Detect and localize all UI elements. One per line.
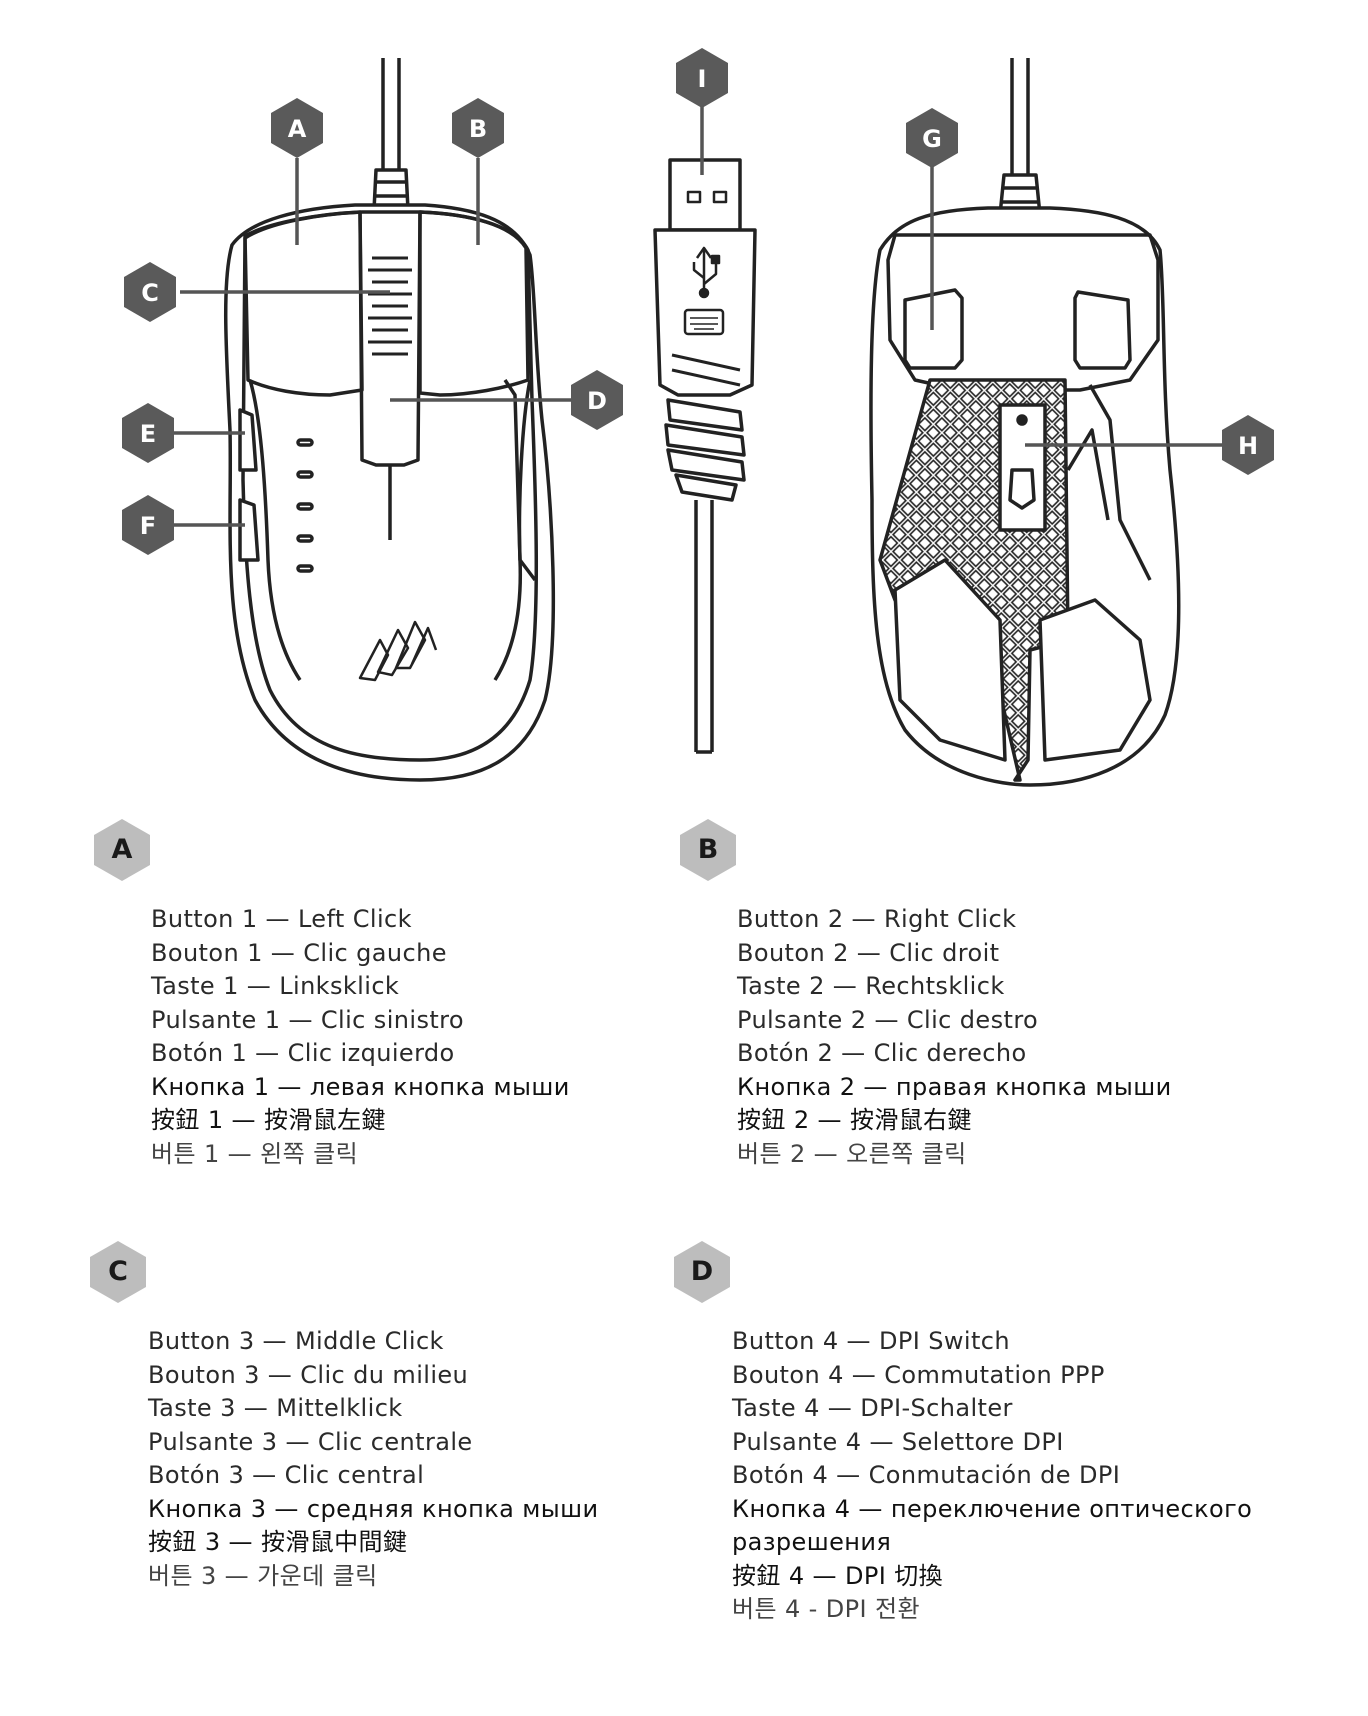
- mouse-diagram: A B C D E F G H I: [122, 48, 1274, 787]
- text-line-es: Botón 3 — Clic central: [148, 1461, 425, 1489]
- svg-text:D: D: [587, 387, 607, 415]
- mouse-top-view: [224, 58, 556, 782]
- svg-text:H: H: [1238, 432, 1258, 460]
- text-line-fr: Bouton 4 — Commutation PPP: [732, 1360, 1105, 1389]
- text-line-en: Button 1 — Left Click: [151, 905, 412, 933]
- leader-lines: [172, 100, 1222, 527]
- text-line-en: Button 3 — Middle Click: [148, 1327, 444, 1355]
- callout-B: B: [452, 98, 504, 158]
- text-line-zh: 按鈕 2 — 按滑鼠右鍵: [737, 1106, 972, 1134]
- text-line-en: Button 4 — DPI Switch: [732, 1327, 1010, 1355]
- section-badge-a: A: [93, 818, 151, 882]
- text-line-de: Taste 4 — DPI-Schalter: [732, 1394, 1013, 1422]
- section-a-lines: Button 1 — Left Click Bouton 1 — Clic ga…: [151, 903, 570, 1171]
- callout-D: D: [571, 370, 623, 430]
- text-line-fr: Bouton 3 — Clic du milieu: [148, 1360, 469, 1389]
- callout-G: G: [906, 108, 958, 168]
- callout-A: A: [271, 98, 323, 158]
- text-line-es: Botón 1 — Clic izquierdo: [151, 1039, 455, 1067]
- text-line-fr: Bouton 2 — Clic droit: [737, 938, 1000, 967]
- text-line-ko: 버튼 2 — 오른쪽 클릭: [737, 1139, 967, 1168]
- section-badge-d: D: [673, 1240, 731, 1304]
- text-line-de: Taste 3 — Mittelklick: [148, 1394, 403, 1422]
- text-line-es: Botón 4 — Conmutación de DPI: [732, 1461, 1121, 1489]
- callout-C: C: [124, 262, 176, 322]
- usb-connector: [653, 158, 757, 754]
- text-line-it: Pulsante 1 — Clic sinistro: [151, 1005, 464, 1034]
- callout-F: F: [122, 495, 174, 555]
- text-line-en: Button 2 — Right Click: [737, 905, 1017, 933]
- svg-text:E: E: [140, 420, 156, 448]
- section-d-lines: Button 4 — DPI Switch Bouton 4 — Commuta…: [732, 1325, 1252, 1627]
- callout-H: H: [1222, 415, 1274, 475]
- section-b-lines: Button 2 — Right Click Bouton 2 — Clic d…: [737, 903, 1172, 1171]
- text-line-zh: 按鈕 4 — DPI 切換: [732, 1561, 944, 1590]
- mouse-bottom-view: [869, 58, 1181, 787]
- svg-text:I: I: [698, 65, 707, 93]
- text-line-ko: 버튼 1 — 왼쪽 클릭: [151, 1139, 359, 1168]
- text-line-de: Taste 1 — Linksklick: [151, 972, 400, 1000]
- text-line-zh: 按鈕 1 — 按滑鼠左鍵: [151, 1106, 386, 1134]
- section-badge-b: B: [679, 818, 737, 882]
- svg-text:F: F: [140, 512, 156, 540]
- text-line-it: Pulsante 2 — Clic destro: [737, 1005, 1039, 1034]
- svg-text:C: C: [141, 279, 159, 307]
- text-line-it: Pulsante 4 — Selettore DPI: [732, 1427, 1064, 1456]
- text-line-ko: 버튼 3 — 가운데 클릭: [148, 1561, 378, 1590]
- text-line-zh: 按鈕 3 — 按滑鼠中間鍵: [148, 1528, 408, 1556]
- text-line-fr: Bouton 1 — Clic gauche: [151, 938, 447, 967]
- text-line-ru: Кнопка 2 — правая кнопка мыши: [737, 1072, 1172, 1101]
- text-line-ru-cont: разрешения: [732, 1528, 892, 1556]
- text-line-de: Taste 2 — Rechtsklick: [737, 972, 1005, 1000]
- text-line-it: Pulsante 3 — Clic centrale: [148, 1427, 473, 1456]
- svg-text:G: G: [922, 125, 942, 153]
- text-line-ru: Кнопка 1 — левая кнопка мыши: [151, 1072, 570, 1101]
- callout-E: E: [122, 403, 174, 463]
- text-line-ru: Кнопка 3 — средняя кнопка мыши: [148, 1494, 599, 1523]
- text-line-ko: 버튼 4 - DPI 전환: [732, 1595, 920, 1623]
- section-badge-c: C: [89, 1240, 147, 1304]
- svg-text:B: B: [469, 115, 487, 143]
- section-c-lines: Button 3 — Middle Click Bouton 3 — Clic …: [148, 1325, 598, 1593]
- text-line-es: Botón 2 — Clic derecho: [737, 1039, 1027, 1067]
- text-line-ru: Кнопка 4 — переключение оптического: [732, 1494, 1253, 1523]
- svg-text:A: A: [288, 115, 307, 143]
- callout-I: I: [676, 48, 728, 108]
